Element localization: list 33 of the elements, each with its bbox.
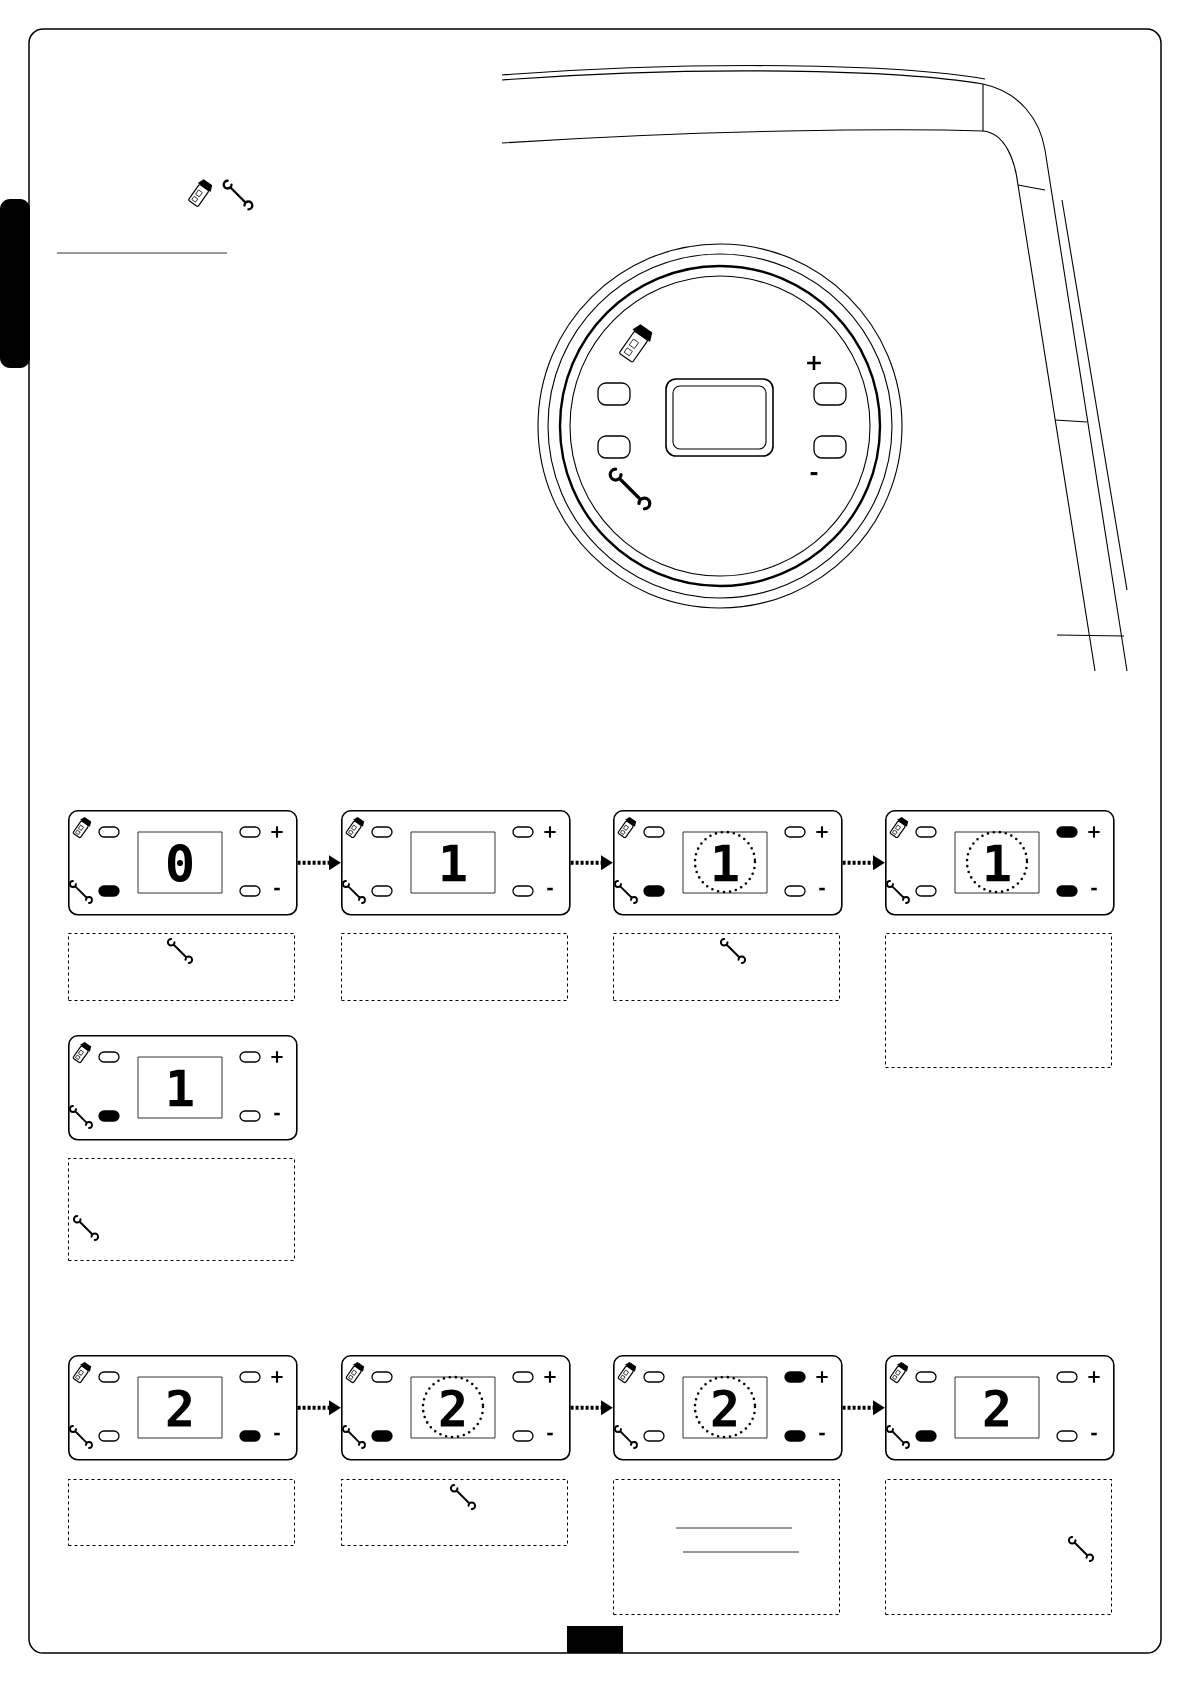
- display-digit: 0: [167, 844, 193, 882]
- plus-sign: +: [271, 826, 283, 838]
- minus-sign: -: [274, 1112, 280, 1116]
- plus-sign: +: [1088, 1371, 1100, 1383]
- sign-label: +: [807, 356, 821, 370]
- display-digit: 2: [167, 1389, 191, 1427]
- plus-sign: +: [544, 826, 556, 838]
- sign-label: -: [810, 472, 818, 476]
- note-box: [68, 1479, 295, 1546]
- note-box: [341, 933, 568, 1001]
- display-digit: 2: [984, 1389, 1008, 1427]
- display-digit: 1: [986, 844, 1010, 882]
- plus-sign: +: [816, 1371, 828, 1383]
- minus-sign: -: [274, 1432, 280, 1436]
- note-box: [613, 1479, 840, 1615]
- display-digit: 1: [169, 1069, 193, 1107]
- minus-sign: -: [547, 887, 553, 891]
- minus-sign: -: [274, 887, 280, 891]
- minus-sign: -: [819, 1432, 825, 1436]
- plus-sign: +: [544, 1371, 556, 1383]
- display-digit: 2: [712, 1389, 736, 1427]
- plus-sign: +: [1088, 826, 1100, 838]
- display-digit: 2: [440, 1389, 464, 1427]
- display-digit: 1: [442, 844, 466, 882]
- minus-sign: -: [819, 887, 825, 891]
- plus-sign: +: [816, 826, 828, 838]
- display-digit: 1: [714, 844, 738, 882]
- plus-sign: +: [271, 1051, 283, 1063]
- plus-sign: +: [271, 1371, 283, 1383]
- minus-sign: -: [1091, 1432, 1097, 1436]
- minus-sign: -: [1091, 887, 1097, 891]
- minus-sign: -: [547, 1432, 553, 1436]
- note-box: [885, 933, 1112, 1068]
